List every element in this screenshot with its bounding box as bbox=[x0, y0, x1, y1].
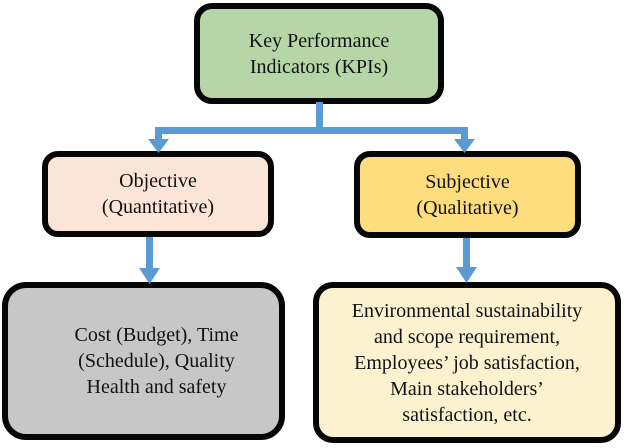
node-subjective-detail-label: Environmental sustainability and scope r… bbox=[351, 299, 583, 426]
node-objective-detail-label: Cost (Budget), Time (Schedule), Quality … bbox=[74, 324, 239, 398]
node-subjective-label: Subjective (Qualitative) bbox=[416, 170, 519, 219]
node-kpi: Key Performance Indicators (KPIs) bbox=[194, 3, 444, 104]
node-subjective-detail: Environmental sustainability and scope r… bbox=[313, 282, 621, 443]
arrow-objective-down bbox=[139, 237, 160, 284]
node-kpi-label: Key Performance Indicators (KPIs) bbox=[248, 29, 390, 78]
node-objective: Objective (Quantitative) bbox=[42, 151, 274, 237]
arrow-subjective-down bbox=[456, 238, 477, 283]
arrow-kpi-split bbox=[148, 102, 475, 153]
node-objective-label: Objective (Quantitative) bbox=[101, 170, 215, 218]
node-subjective: Subjective (Qualitative) bbox=[354, 151, 581, 238]
node-objective-detail: Cost (Budget), Time (Schedule), Quality … bbox=[2, 282, 285, 440]
